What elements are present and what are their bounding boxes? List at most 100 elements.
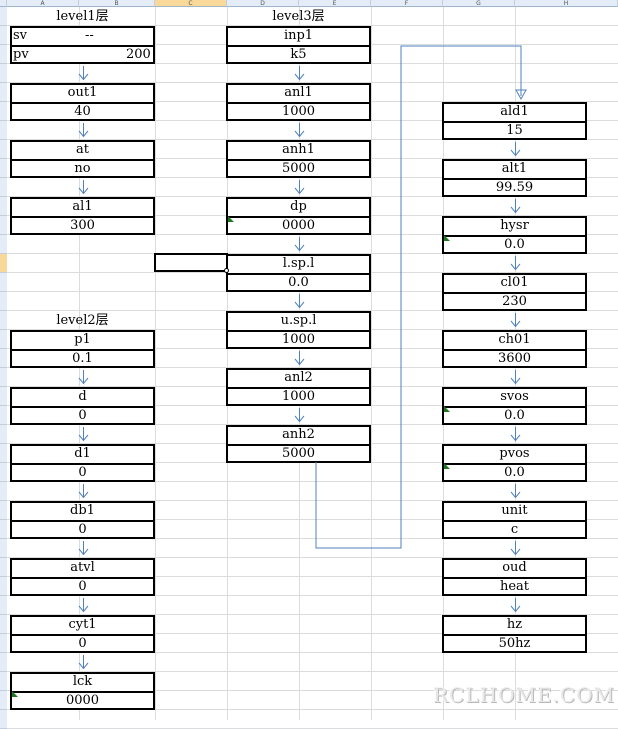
parameter-value: 0.0 xyxy=(504,237,525,252)
level1-title: level1层 xyxy=(56,9,109,24)
parameter-box xyxy=(226,254,371,292)
down-arrow-icon xyxy=(78,370,88,385)
row-header[interactable] xyxy=(0,482,7,501)
parameter-box xyxy=(442,501,587,539)
row-header[interactable] xyxy=(0,463,7,482)
down-arrow-icon xyxy=(78,427,88,442)
row-header[interactable] xyxy=(0,26,7,45)
parameter-box xyxy=(10,444,155,482)
parameter-box xyxy=(442,330,587,368)
row-header[interactable] xyxy=(0,425,7,444)
parameter-box xyxy=(226,368,371,406)
row-header[interactable] xyxy=(0,596,7,615)
parameter-name: anh1 xyxy=(282,142,315,157)
parameter-box xyxy=(226,311,371,349)
corner-select-all[interactable] xyxy=(0,0,7,7)
row-header[interactable] xyxy=(0,7,7,26)
row-header[interactable] xyxy=(0,672,7,691)
parameter-name: d1 xyxy=(74,446,91,461)
parameter-box xyxy=(442,216,587,254)
row-header[interactable] xyxy=(0,83,7,102)
down-arrow-icon xyxy=(294,180,304,195)
parameter-name: u.sp.l xyxy=(280,313,317,328)
parameter-value: 1000 xyxy=(281,104,316,119)
column-header-f[interactable]: F xyxy=(371,0,443,7)
row-header[interactable] xyxy=(0,159,7,178)
row-header[interactable] xyxy=(0,501,7,520)
parameter-value: 99.59 xyxy=(495,180,534,195)
parameter-name: ch01 xyxy=(498,332,531,347)
parameter-box xyxy=(10,501,155,539)
row-header[interactable] xyxy=(0,102,7,121)
row-header[interactable] xyxy=(0,691,7,710)
parameter-name: unit xyxy=(501,503,528,518)
down-arrow-icon xyxy=(510,484,520,499)
parameter-box xyxy=(226,83,371,121)
row-header[interactable] xyxy=(0,140,7,159)
parameter-name: svos xyxy=(500,389,529,404)
parameter-value: no xyxy=(74,161,91,176)
cell-note-marker xyxy=(444,235,450,241)
parameter-value: 1000 xyxy=(281,332,316,347)
row-header[interactable] xyxy=(0,178,7,197)
column-header-b[interactable]: B xyxy=(79,0,155,7)
row-header[interactable] xyxy=(0,558,7,577)
parameter-value: c xyxy=(510,522,519,537)
parameter-value: 0 xyxy=(78,636,87,651)
parameter-value: 0.0 xyxy=(504,465,525,480)
row-header[interactable] xyxy=(0,349,7,368)
parameter-value: 0 xyxy=(78,579,87,594)
row-header[interactable] xyxy=(0,444,7,463)
sv-label: sv xyxy=(13,28,28,43)
row-header[interactable] xyxy=(0,197,7,216)
parameter-name: pvos xyxy=(499,446,530,461)
parameter-box xyxy=(10,615,155,653)
row-header[interactable] xyxy=(0,311,7,330)
cell-note-marker xyxy=(444,463,450,469)
column-header-g[interactable]: G xyxy=(443,0,515,7)
column-header-e[interactable]: E xyxy=(299,0,371,7)
row-header[interactable] xyxy=(0,273,7,292)
row-header[interactable] xyxy=(0,520,7,539)
column-header-c[interactable]: C xyxy=(155,0,227,7)
down-arrow-icon xyxy=(78,484,88,499)
parameter-box xyxy=(10,387,155,425)
parameter-value: k5 xyxy=(290,47,307,62)
down-arrow-icon xyxy=(294,123,304,138)
column-header-d[interactable]: D xyxy=(227,0,299,7)
parameter-box xyxy=(442,444,587,482)
parameter-name: l.sp.l xyxy=(282,256,315,271)
row-header[interactable] xyxy=(0,634,7,653)
parameter-name: cyt1 xyxy=(68,617,97,632)
row-header[interactable] xyxy=(0,235,7,254)
row-header[interactable] xyxy=(0,45,7,64)
down-arrow-icon xyxy=(510,370,520,385)
row-header[interactable] xyxy=(0,254,7,273)
cell-note-marker xyxy=(444,406,450,412)
down-arrow-icon xyxy=(294,351,304,366)
selected-cell[interactable] xyxy=(154,253,228,272)
row-header[interactable] xyxy=(0,577,7,596)
row-header[interactable] xyxy=(0,615,7,634)
parameter-name: hz xyxy=(506,617,523,632)
row-header[interactable] xyxy=(0,64,7,83)
watermark-logo: RCLHOME.COM xyxy=(433,683,616,707)
row-header[interactable] xyxy=(0,387,7,406)
row-header[interactable] xyxy=(0,216,7,235)
parameter-value: 0000 xyxy=(281,218,316,233)
fill-handle[interactable] xyxy=(224,268,229,273)
parameter-box xyxy=(226,26,371,64)
row-header[interactable] xyxy=(0,406,7,425)
column-header-a[interactable]: A xyxy=(7,0,79,7)
row-header[interactable] xyxy=(0,292,7,311)
row-header[interactable] xyxy=(0,368,7,387)
row-header[interactable] xyxy=(0,653,7,672)
down-arrow-icon xyxy=(510,313,520,328)
down-arrow-icon xyxy=(510,598,520,613)
parameter-box xyxy=(442,615,587,653)
row-header[interactable] xyxy=(0,121,7,140)
row-header[interactable] xyxy=(0,330,7,349)
row-header[interactable] xyxy=(0,539,7,558)
